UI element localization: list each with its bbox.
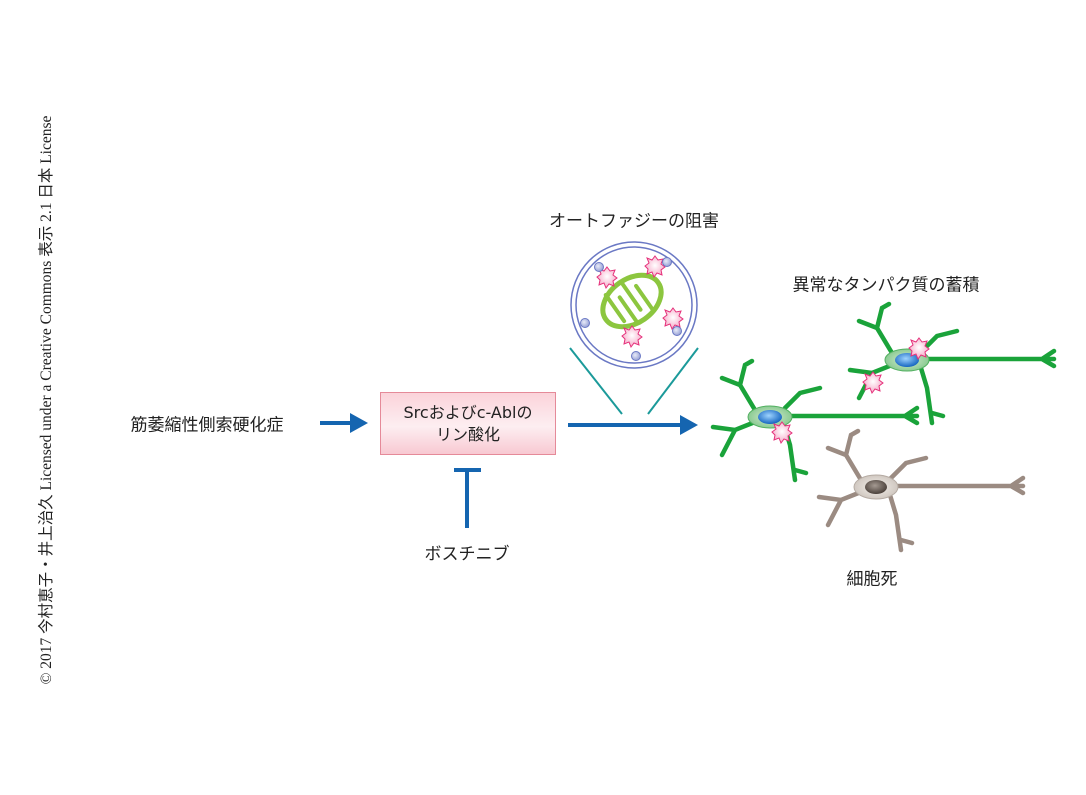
autophagy-label: オートファジーの阻害 <box>549 211 719 232</box>
output-arrow <box>568 415 698 435</box>
input-arrow <box>320 413 368 433</box>
copyright-notice: © 2017 今村恵子・井上治久 Licensed under a Creati… <box>38 115 55 685</box>
autophagosome <box>570 241 698 369</box>
box-line-1: Srcおよびc-Ablの <box>403 402 533 422</box>
inhibitor-label: ボスチニブ <box>424 544 510 565</box>
box-line-2: リン酸化 <box>435 424 500 444</box>
neuron-affected-2 <box>850 304 1054 423</box>
accumulation-label: 異常なタンパク質の蓄積 <box>792 275 980 296</box>
disease-label: 筋萎縮性側索硬化症 <box>130 415 284 436</box>
phosphorylation-box: Srcおよびc-Ablの リン酸化 <box>380 392 556 455</box>
inhibition-marker <box>454 468 481 528</box>
mitochondrion-icon <box>600 272 664 330</box>
protein-aggregate-icon <box>771 421 793 444</box>
neuron-dead <box>819 431 1023 550</box>
callout-lines <box>569 347 699 415</box>
neuron-affected-1 <box>713 361 917 480</box>
cell-death-label: 細胞死 <box>846 569 898 590</box>
